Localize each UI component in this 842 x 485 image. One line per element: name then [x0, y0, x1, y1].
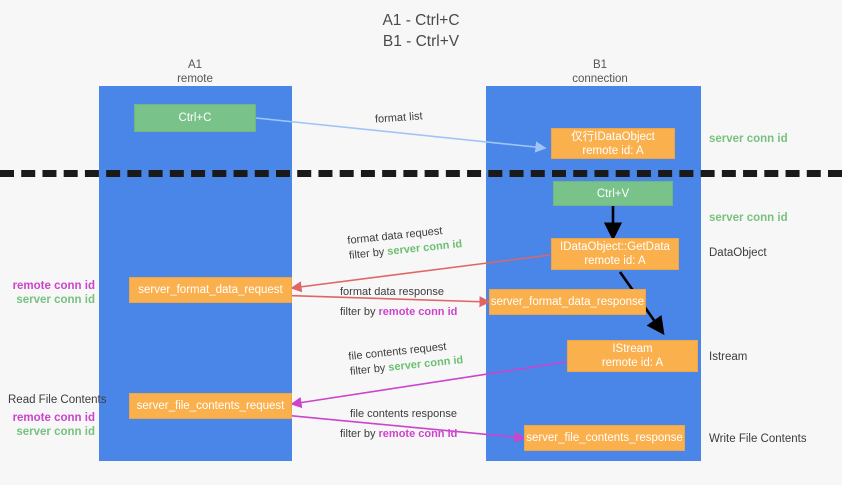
edge-format-data-response-filter: remote conn id [378, 306, 458, 318]
title-line-1: A1 - Ctrl+C [382, 12, 460, 29]
node-server-file-contents-response-label: server_file_contents_response [526, 432, 683, 444]
right-label-server-conn-id-mid: server conn id [709, 212, 788, 224]
edge-format-data-response-prefix: filter by [340, 306, 379, 318]
node-ctrl-v-label: Ctrl+V [596, 187, 630, 200]
left-remote-conn-id-2: remote conn id [12, 412, 95, 424]
node-server-file-contents-request-label: server_file_contents_request [136, 400, 285, 412]
left-label-conn-ids-2: remote conn id server conn id [10, 411, 95, 439]
node-server-format-data-request[interactable]: server_format_data_request [129, 277, 292, 303]
column-a1-name: A1 [187, 59, 203, 71]
edge-file-contents-response-prefix: filter by [340, 428, 379, 440]
node-server-format-data-response-label: server_format_data_response [490, 296, 645, 308]
column-b1-sub: connection [572, 73, 628, 85]
node-idataobject[interactable]: 仅行IDataObject remote id: A [551, 128, 675, 159]
edge-file-contents-response-line1: file contents response [350, 408, 458, 420]
right-label-istream: Istream [709, 351, 748, 363]
node-istream-line1: IStream [612, 343, 653, 355]
node-server-format-data-request-label: server_format_data_request [138, 284, 283, 296]
phase-divider [0, 170, 842, 177]
left-server-conn-id-2: server conn id [16, 426, 95, 438]
edge-label-file-contents-response: file contents response filter by remote … [340, 407, 458, 442]
edge-label-format-data-request: format data request filter by server con… [347, 222, 463, 264]
node-idataobject-getdata[interactable]: IDataObject::GetData remote id: A [551, 238, 679, 270]
node-server-format-data-response[interactable]: server_format_data_response [489, 289, 646, 315]
edge-file-contents-response-filter: remote conn id [378, 428, 458, 440]
right-label-server-conn-id-top: server conn id [709, 133, 788, 145]
node-istream[interactable]: IStream remote id: A [567, 340, 698, 372]
node-server-file-contents-request[interactable]: server_file_contents_request [129, 393, 292, 419]
left-server-conn-id-1: server conn id [16, 294, 95, 306]
edge-format-data-response-line1: format data response [340, 286, 444, 298]
edge-file-contents-response-line2: filter by remote conn id [340, 427, 457, 442]
edge-label-format-data-response: format data response filter by remote co… [340, 285, 457, 320]
edge-file-contents-request-prefix: filter by [349, 361, 389, 378]
title-line-2: B1 - Ctrl+V [382, 33, 460, 50]
page-title: A1 - Ctrl+C B1 - Ctrl+V [0, 10, 842, 52]
node-ctrl-c-label: Ctrl+C [178, 112, 212, 124]
edge-label-format-list-text: format list [374, 110, 424, 126]
node-idataobject-line2: remote id: A [582, 144, 644, 157]
node-server-file-contents-response[interactable]: server_file_contents_response [524, 425, 685, 451]
node-istream-line2: remote id: A [601, 357, 664, 369]
edge-label-file-contents-request: file contents request filter by server c… [348, 338, 464, 380]
node-idataobject-getdata-line1: IDataObject::GetData [560, 241, 670, 253]
edge-label-format-list: format list [375, 109, 424, 127]
edge-format-data-request-prefix: filter by [348, 245, 388, 262]
column-b1-name: B1 [592, 59, 608, 71]
node-ctrl-v[interactable]: Ctrl+V [553, 181, 673, 206]
left-label-read-file-contents: Read File Contents [8, 394, 107, 406]
left-remote-conn-id-1: remote conn id [12, 280, 95, 292]
left-label-conn-ids-1: remote conn id server conn id [10, 279, 95, 307]
node-idataobject-line1: 仅行IDataObject [571, 130, 655, 143]
node-idataobject-getdata-line2: remote id: A [584, 255, 646, 267]
column-header-b1: B1 connection [530, 58, 670, 86]
right-label-dataobject: DataObject [709, 247, 767, 259]
right-label-write-file-contents: Write File Contents [709, 433, 807, 445]
column-header-a1: A1 remote [130, 58, 260, 86]
node-ctrl-c[interactable]: Ctrl+C [134, 104, 256, 132]
edge-format-data-response-line2: filter by remote conn id [340, 305, 457, 320]
column-a1-sub: remote [177, 73, 213, 85]
